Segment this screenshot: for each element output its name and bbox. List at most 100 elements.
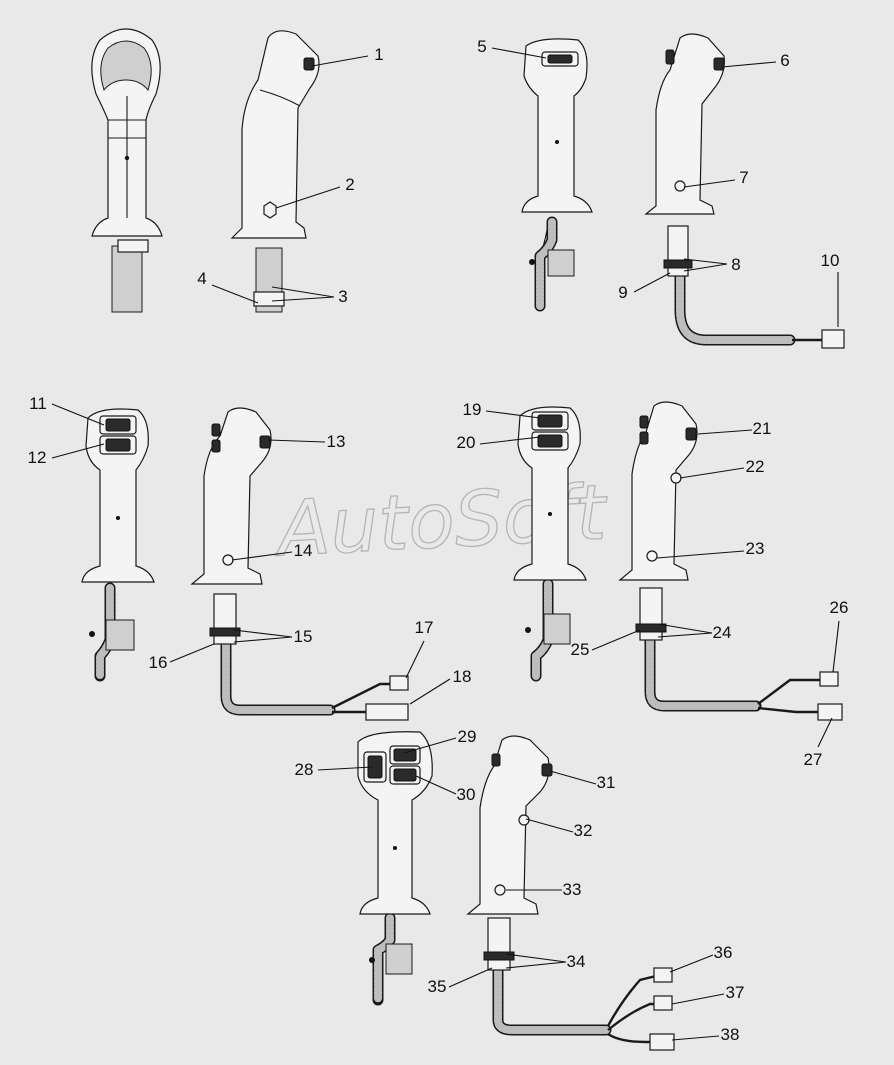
leader-line (409, 678, 451, 705)
joystick-front-view-g (513, 406, 587, 682)
callout-number: 11 (29, 394, 47, 413)
callout-13: 13 (267, 432, 346, 451)
callout-number: 30 (457, 785, 476, 804)
leader-line (817, 717, 833, 748)
callout-9: 9 (618, 272, 671, 302)
callout-14: 14 (231, 541, 313, 561)
leader-line (267, 439, 326, 443)
callout-number: 16 (149, 653, 168, 672)
callout-27: 27 (804, 717, 833, 769)
callout-32: 32 (525, 818, 592, 840)
leader-line (832, 620, 840, 673)
callout-17: 17 (405, 618, 433, 679)
leader-line (233, 636, 293, 643)
leader-line (271, 286, 335, 298)
leader-line (169, 643, 215, 663)
callout-4: 4 (197, 269, 259, 304)
callout-layer: 1234567891011121314151617181920212223242… (28, 37, 849, 1044)
callout-15: 15 (233, 627, 312, 646)
callout-number: 18 (453, 667, 472, 686)
leader-line (525, 818, 574, 833)
joystick-front-view-i (357, 731, 433, 1006)
callout-11: 11 (29, 394, 105, 426)
callout-number: 31 (597, 773, 616, 792)
leader-line (271, 296, 335, 302)
callout-number: 4 (197, 269, 206, 288)
leader-line (405, 640, 425, 679)
callout-number: 6 (780, 51, 789, 70)
callout-number: 10 (821, 251, 840, 270)
callout-31: 31 (549, 770, 616, 792)
leader-line (211, 284, 259, 304)
callout-2: 2 (275, 175, 355, 209)
callout-37: 37 (671, 983, 744, 1005)
callout-25: 25 (571, 629, 641, 659)
leader-line (657, 632, 713, 638)
callout-10: 10 (821, 251, 840, 327)
callout-28: 28 (295, 760, 373, 779)
joystick-side-view-h (618, 401, 843, 721)
callout-number: 19 (463, 400, 482, 419)
callout-16: 16 (149, 643, 215, 672)
callout-23: 23 (656, 539, 765, 559)
leader-line (51, 403, 105, 426)
leader-line (231, 551, 293, 561)
leader-line (591, 629, 641, 651)
leader-line (683, 263, 728, 272)
callout-30: 30 (415, 775, 476, 804)
callout-6: 6 (721, 51, 790, 70)
callout-number: 23 (746, 539, 765, 558)
leader-line (671, 993, 725, 1005)
callout-38: 38 (671, 1025, 740, 1044)
callout-33: 33 (506, 880, 581, 899)
callout-number: 9 (618, 283, 627, 302)
leader-line (679, 467, 745, 479)
leader-line (311, 55, 369, 67)
callout-number: 1 (374, 45, 383, 64)
joystick-side-view-f (190, 407, 409, 721)
leader-line (448, 967, 493, 988)
callout-35: 35 (428, 967, 493, 996)
callout-21: 21 (697, 419, 771, 438)
callout-number: 22 (746, 457, 765, 476)
callout-number: 34 (567, 952, 586, 971)
joystick-front-view-e (81, 408, 155, 682)
leader-line (633, 272, 671, 293)
leader-line (697, 429, 753, 435)
leader-line (233, 629, 293, 638)
callout-number: 14 (294, 541, 313, 560)
callout-number: 12 (28, 448, 47, 467)
callout-29: 29 (403, 727, 477, 754)
callout-number: 26 (830, 598, 849, 617)
leader-line (317, 766, 373, 771)
callout-number: 5 (477, 37, 486, 56)
callout-number: 27 (804, 750, 823, 769)
leader-line (683, 258, 728, 265)
callout-24: 24 (657, 623, 732, 642)
leader-line (505, 961, 567, 969)
leader-line (51, 443, 105, 459)
joystick-front-view-a (91, 28, 163, 313)
callout-number: 29 (458, 727, 477, 746)
callout-18: 18 (409, 667, 472, 705)
callout-number: 33 (563, 880, 582, 899)
callout-number: 20 (457, 433, 476, 452)
callout-1: 1 (311, 45, 384, 67)
callout-19: 19 (463, 400, 541, 419)
callout-number: 28 (295, 760, 314, 779)
callout-number: 3 (338, 287, 347, 306)
leader-line (491, 47, 547, 59)
joystick-side-view-b (230, 30, 320, 313)
callout-number: 24 (713, 623, 732, 642)
callout-number: 2 (345, 175, 354, 194)
callout-number: 38 (721, 1025, 740, 1044)
leader-line (275, 186, 341, 209)
callout-7: 7 (683, 168, 749, 188)
leader-line (721, 61, 777, 68)
callout-number: 13 (327, 432, 346, 451)
callout-number: 25 (571, 640, 590, 659)
leader-line (505, 953, 567, 963)
callout-22: 22 (679, 457, 765, 479)
callout-number: 7 (739, 168, 748, 187)
leader-line (671, 1035, 720, 1041)
